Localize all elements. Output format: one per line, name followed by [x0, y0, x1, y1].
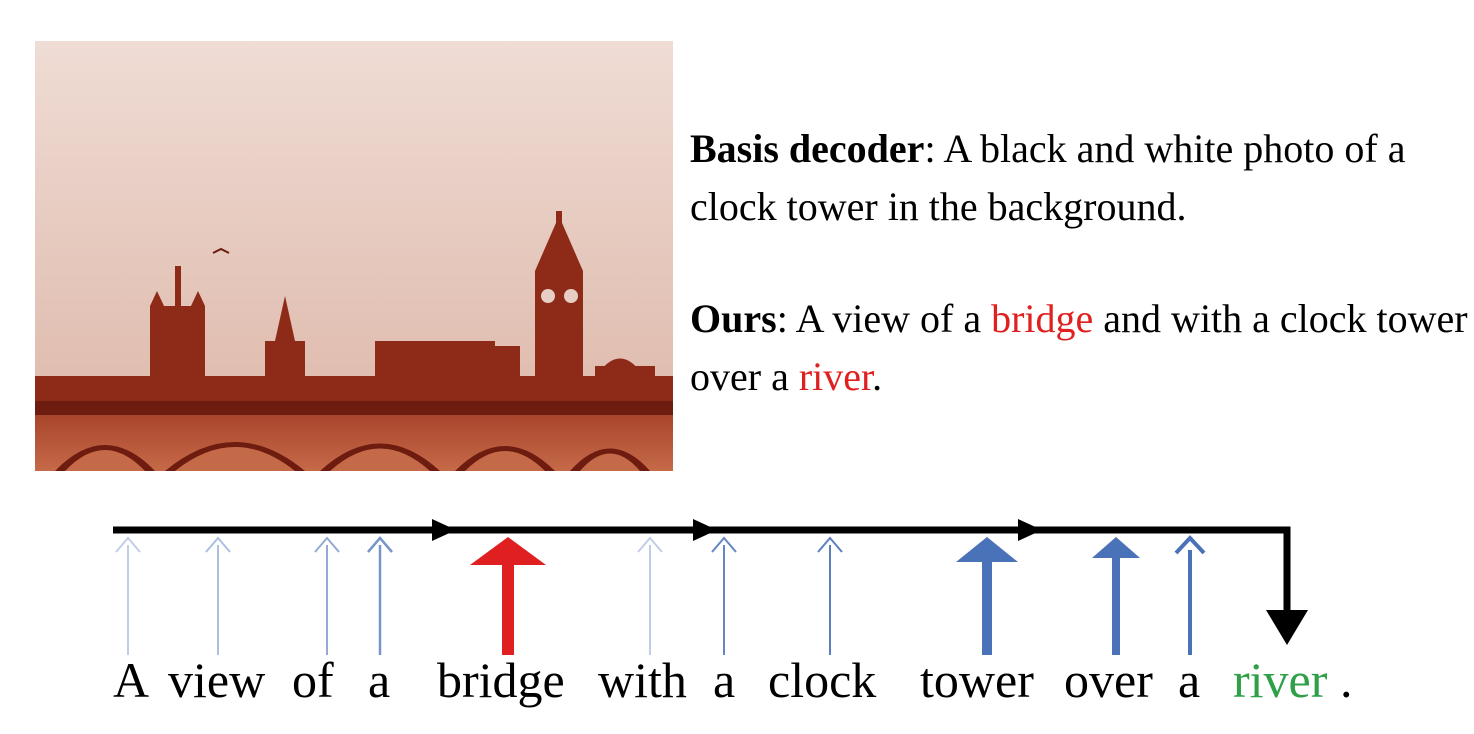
caption-ours: Ours: A view of a bridge and with a cloc…: [690, 290, 1470, 406]
timeline-arrowhead-2: [693, 519, 717, 541]
token-A: A: [113, 652, 150, 708]
caption-ours-highlight-river: river: [798, 354, 873, 399]
token-a-3: a: [1178, 652, 1201, 708]
attn-arrow-clock: [817, 536, 843, 655]
attn-arrow-tower: [956, 537, 1018, 655]
caption-ours-part2: and with a clock tower over a: [690, 296, 1468, 399]
caption-basis-text: : A black and white photo of a clock tow…: [690, 126, 1406, 229]
token-tower: tower: [920, 652, 1034, 708]
caption-ours-highlight-bridge: bridge: [991, 296, 1094, 341]
attn-arrow-with: [637, 536, 663, 655]
caption-ours-part1: : A view of a: [776, 296, 992, 341]
attn-arrow-a2: [711, 536, 737, 655]
token-river: river: [1233, 652, 1328, 708]
timeline-arrowhead-down: [1266, 610, 1308, 645]
caption-ours-part3: .: [872, 354, 883, 399]
attn-arrow-A: [115, 536, 141, 655]
attn-arrow-a1: [367, 536, 393, 655]
attn-arrow-bridge: [470, 537, 546, 655]
caption-ours-label: Ours: [690, 296, 777, 341]
token-a-1: a: [368, 652, 391, 708]
token-view: view: [168, 652, 266, 708]
attn-arrow-a3: [1174, 535, 1206, 655]
token-over: over: [1064, 652, 1153, 708]
caption-basis-label: Basis decoder: [690, 126, 925, 171]
token-period: .: [1340, 652, 1353, 708]
timeline-line: [113, 526, 1291, 615]
caption-basis-decoder: Basis decoder: A black and white photo o…: [690, 120, 1470, 236]
token-with: with: [598, 652, 687, 708]
timeline-arrowhead-1: [432, 519, 456, 541]
token-of: of: [292, 652, 334, 708]
attn-arrow-over: [1092, 537, 1140, 655]
attn-arrow-view: [205, 536, 231, 655]
timeline-arrowhead-3: [1018, 519, 1042, 541]
photo-westminster: [35, 41, 673, 471]
attention-arrows: [115, 535, 1206, 655]
attn-arrow-of: [314, 536, 340, 655]
token-clock: clock: [768, 652, 877, 708]
token-a-2: a: [713, 652, 736, 708]
token-bridge: bridge: [437, 652, 565, 708]
